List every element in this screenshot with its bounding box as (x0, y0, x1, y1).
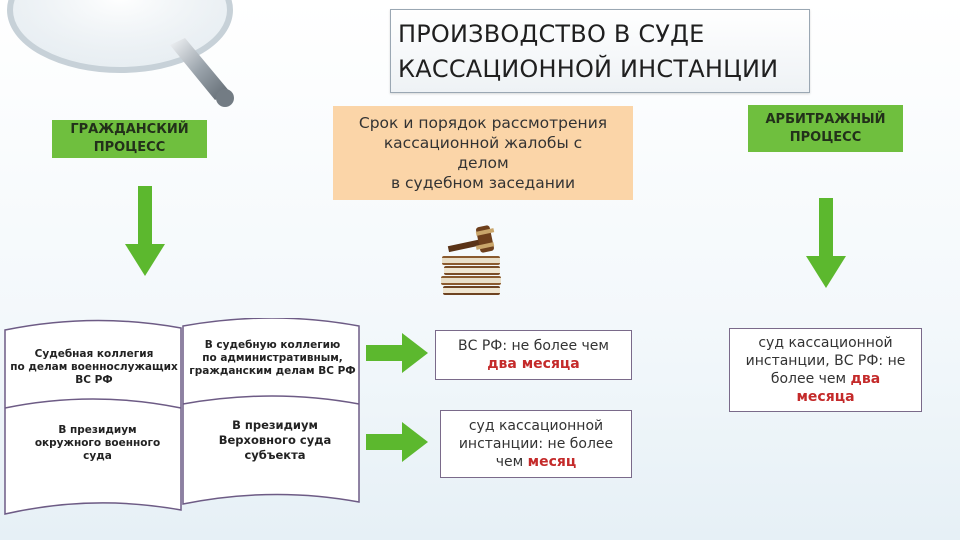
center-line3: делом (457, 154, 509, 172)
result-text: чем (495, 454, 524, 470)
page-title-line1: ПРОИЗВОДСТВО В СУДЕ (398, 20, 705, 48)
scroll-bottom-left: В президиум окружного военного суда (20, 424, 175, 463)
scroll-top-right: В судебную коллегию по административным,… (185, 339, 360, 378)
result-highlight: месяца (796, 389, 855, 405)
center-info-box: Срок и порядок рассмотрения кассационной… (333, 106, 633, 200)
scroll-text-line: субъекта (244, 448, 306, 462)
page-title-line2: КАССАЦИОННОЙ ИНСТАНЦИИ (398, 55, 779, 83)
result-highlight: два (850, 371, 881, 387)
center-line1: Срок и порядок рассмотрения (358, 114, 608, 132)
result-box-cassation-court: суд кассационной инстанции: не более чем… (440, 410, 632, 478)
arb-header-line1: АРБИТРАЖНЫЙ (765, 111, 886, 127)
result-text: инстанции, ВС РФ: не (745, 353, 906, 369)
scroll-text-line: ВС РФ (75, 374, 113, 386)
civil-header-line2: ПРОЦЕСС (93, 140, 166, 155)
result-highlight: месяц (527, 454, 577, 470)
result-text: суд кассационной (758, 335, 893, 351)
scroll-text-line: Судебная коллегия (34, 348, 154, 360)
scroll-top-left: Судебная коллегия по делам военнослужащи… (4, 348, 184, 387)
scroll-text-line: В президиум (58, 424, 137, 436)
scroll-bottom-right: В президиум Верховного суда субъекта (195, 418, 355, 463)
result-box-supreme-court: ВС РФ: не более чем два месяца (435, 330, 632, 380)
court-instances-scroll (4, 318, 360, 515)
scroll-text-line: окружного военного (34, 437, 161, 449)
result-highlight: два месяца (487, 356, 580, 372)
title-box (390, 9, 810, 93)
scroll-text-line: Верховного суда (218, 433, 332, 447)
scroll-text-line: суда (83, 450, 112, 462)
center-line4: в судебном заседании (390, 174, 576, 192)
civil-process-header: ГРАЖДАНСКИЙ ПРОЦЕСС (52, 120, 207, 158)
result-text: суд кассационной (468, 418, 604, 434)
scroll-text-line: В президиум (232, 418, 318, 432)
result-text: более чем (770, 371, 847, 387)
civil-header-line1: ГРАЖДАНСКИЙ (70, 122, 189, 137)
magnifier-icon (7, 0, 234, 107)
down-arrow-icon (806, 198, 846, 288)
result-text: ВС РФ: не более чем (458, 338, 609, 354)
scroll-text-line: В судебную коллегию (204, 339, 341, 351)
center-line2: кассационной жалобы с (383, 134, 583, 152)
scroll-text-line: по делам военнослужащих (10, 361, 178, 373)
right-arrow-icon (366, 333, 428, 373)
gavel-books-icon (441, 225, 501, 295)
result-text: инстанции: не более (458, 436, 614, 452)
scroll-text-line: гражданским делам ВС РФ (189, 365, 356, 377)
right-arrow-icon (366, 422, 428, 462)
scroll-text-line: по административным, (202, 352, 343, 364)
result-text-line: чем месяц (496, 453, 577, 471)
result-box-arbitration: суд кассационной инстанции, ВС РФ: не бо… (729, 328, 922, 412)
result-text-line: более чем два (771, 370, 880, 388)
arb-header-line2: ПРОЦЕСС (789, 129, 862, 145)
arbitration-process-header: АРБИТРАЖНЫЙ ПРОЦЕСС (748, 105, 903, 152)
down-arrow-icon (125, 186, 165, 276)
